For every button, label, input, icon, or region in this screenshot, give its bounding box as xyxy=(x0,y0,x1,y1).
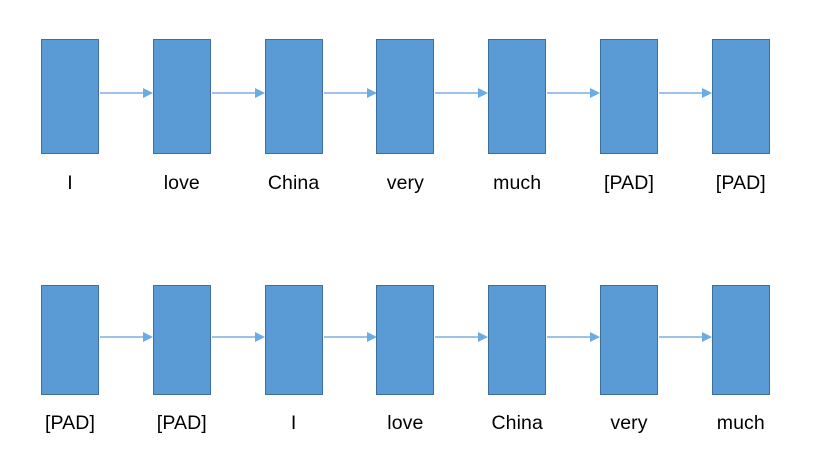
arrow-head xyxy=(254,332,265,342)
arrow-shaft xyxy=(435,92,482,94)
token-box xyxy=(488,285,547,395)
arrow-head xyxy=(590,88,601,98)
arrow-head xyxy=(254,88,265,98)
arrow-head xyxy=(366,88,377,98)
token-label: [PAD] xyxy=(45,412,95,434)
token-label: China xyxy=(267,172,320,194)
arrow-head xyxy=(590,332,601,342)
token-box xyxy=(711,285,770,395)
flow-arrow-icon xyxy=(211,331,268,343)
arrow-shaft xyxy=(100,92,146,94)
token-box xyxy=(600,39,658,154)
flow-arrow-icon xyxy=(659,87,715,99)
flow-arrow-icon xyxy=(100,87,156,99)
arrow-head xyxy=(478,88,489,98)
token-box xyxy=(152,39,211,154)
flow-arrow-icon xyxy=(100,331,156,343)
token-box xyxy=(152,285,211,395)
flow-arrow-icon xyxy=(323,331,380,343)
arrow-shaft xyxy=(323,92,370,94)
arrow-shaft xyxy=(547,336,594,338)
token-box xyxy=(488,39,547,154)
token-box xyxy=(376,285,435,395)
token-label: much xyxy=(493,172,542,194)
token-box xyxy=(264,285,323,395)
arrow-shaft xyxy=(211,92,258,94)
token-label: very xyxy=(610,412,648,434)
token-box xyxy=(376,39,435,154)
arrow-shaft xyxy=(659,92,705,94)
token-label: love xyxy=(163,172,200,194)
token-label: I xyxy=(67,172,73,194)
token-label: [PAD] xyxy=(604,172,654,194)
token-box xyxy=(41,285,99,395)
token-label: love xyxy=(387,412,424,434)
token-label: [PAD] xyxy=(156,412,207,434)
arrow-shaft xyxy=(211,336,258,338)
arrow-head xyxy=(702,332,712,342)
flow-arrow-icon xyxy=(547,331,603,343)
arrow-head xyxy=(143,88,153,98)
token-box xyxy=(711,39,770,154)
arrow-head xyxy=(143,332,153,342)
flow-arrow-icon xyxy=(435,87,491,99)
arrow-shaft xyxy=(323,336,370,338)
arrow-shaft xyxy=(435,336,482,338)
token-label: [PAD] xyxy=(715,172,766,194)
flow-arrow-icon xyxy=(547,87,603,99)
arrow-head xyxy=(478,332,489,342)
token-label: China xyxy=(491,412,543,434)
arrow-head xyxy=(366,332,377,342)
flow-arrow-icon xyxy=(211,87,268,99)
token-box xyxy=(600,285,658,395)
token-label: much xyxy=(716,412,765,434)
token-box xyxy=(41,39,99,154)
flow-arrow-icon xyxy=(323,87,380,99)
token-box xyxy=(264,39,323,154)
token-label: very xyxy=(386,172,425,194)
token-label: I xyxy=(290,412,297,434)
arrow-shaft xyxy=(547,92,594,94)
arrow-shaft xyxy=(100,336,146,338)
arrow-shaft xyxy=(659,336,705,338)
flow-arrow-icon xyxy=(659,331,715,343)
arrow-head xyxy=(702,88,712,98)
flow-arrow-icon xyxy=(435,331,491,343)
